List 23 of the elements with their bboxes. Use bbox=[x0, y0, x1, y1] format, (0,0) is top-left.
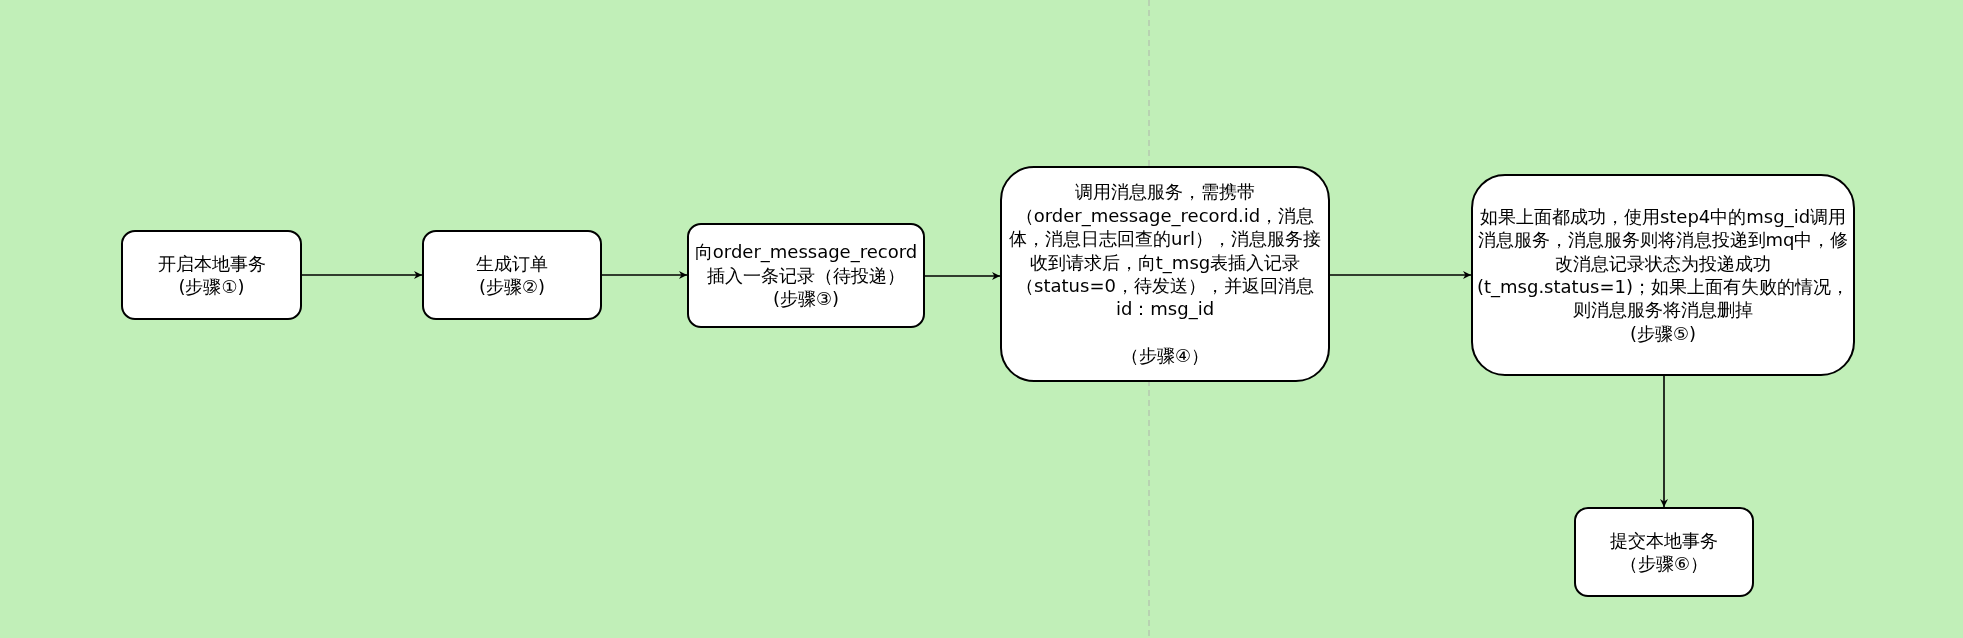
arrow bbox=[1329, 271, 1472, 279]
arrow bbox=[601, 271, 688, 279]
process-box bbox=[1574, 507, 1754, 597]
step-label: (步骤③) bbox=[772, 287, 840, 311]
box-text: 生成订单 bbox=[476, 251, 548, 275]
box-text: 向order_message_record插入一条记录（待投递） bbox=[693, 240, 919, 288]
step-label: （步骤⑥） bbox=[1619, 552, 1709, 576]
process-box bbox=[1000, 166, 1330, 382]
step-label: (步骤①) bbox=[178, 275, 245, 299]
box-text: 开启本地事务 bbox=[157, 251, 266, 275]
box-text: 如果上面都成功，使用step4中的msg_id调用消息服务，消息服务则将消息投递到mq中，修改消息记录状态为投递成功(t_msg.status=1)；如果上面有失败的情况，则消息服务将消息删掉 bbox=[1476, 204, 1850, 322]
process-box bbox=[121, 230, 302, 320]
process-box bbox=[422, 230, 602, 320]
process-box bbox=[1471, 174, 1855, 376]
arrow bbox=[924, 272, 1001, 280]
step-label: （步骤④） bbox=[1120, 344, 1210, 368]
arrow bbox=[1660, 375, 1668, 508]
box-text: 提交本地事务 bbox=[1610, 528, 1718, 552]
step-label: (步骤⑤) bbox=[1629, 321, 1697, 346]
arrow bbox=[301, 271, 423, 279]
box-text: 调用消息服务，需携带（order_message_record.id，消息体，消息日志回查的url），消息服务接收到请求后，向t_msg表插入记录（status=0，待发送），并返回消息id：msg_id bbox=[1008, 180, 1322, 321]
process-box bbox=[687, 223, 925, 328]
step-label: (步骤②) bbox=[478, 275, 546, 299]
